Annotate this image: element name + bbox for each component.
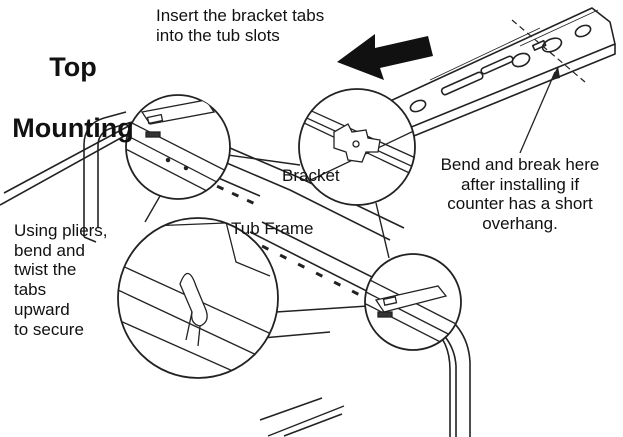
tub-frame-label: Tub Frame: [231, 219, 314, 238]
break-pointer: [519, 66, 560, 154]
insert-instruction: Insert the bracket tabs into the tub slo…: [156, 6, 325, 45]
break-line: [511, 19, 586, 83]
tub-frame-slots: [201, 176, 360, 296]
heading-line-2: Mounting: [12, 112, 134, 143]
detail-circle-bottom-right: [364, 253, 462, 351]
detail-circle-bracket: [298, 88, 416, 206]
mounting-bracket: [387, 7, 616, 141]
detail-circle-top-left: [125, 94, 231, 200]
bend-break-instruction: Bend and break here after installing if …: [440, 155, 600, 234]
tub-pointer: [267, 405, 345, 437]
heading: Top Mounting: [8, 22, 138, 173]
pliers-instruction: Using pliers, bend and twist the tabs up…: [14, 221, 108, 339]
detail-circle-pliers: [117, 217, 279, 379]
insert-direction-arrow: [337, 34, 433, 80]
bracket-label: Bracket: [282, 166, 340, 185]
heading-line-1: Top: [49, 52, 97, 83]
